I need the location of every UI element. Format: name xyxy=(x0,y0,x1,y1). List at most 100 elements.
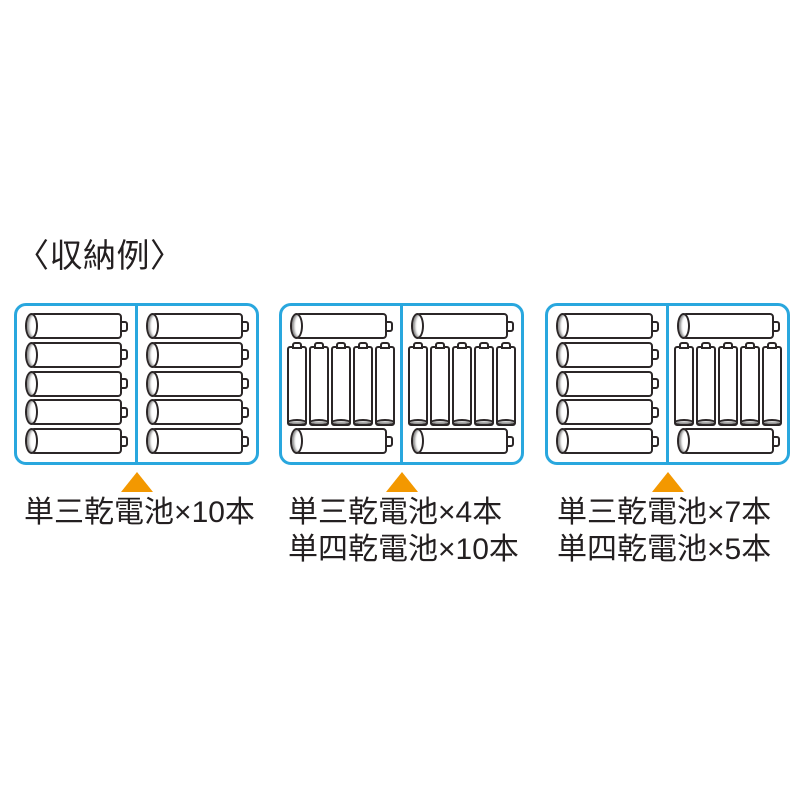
aaa-battery xyxy=(696,341,716,426)
aaa-battery-row xyxy=(287,341,395,426)
aaa-battery xyxy=(331,341,351,426)
battery-body xyxy=(375,345,395,426)
case-label: 単三乾電池×4本 単四乾電池×10本 xyxy=(279,494,524,568)
battery-negative-cap xyxy=(24,370,38,397)
battery-body xyxy=(740,345,760,426)
aa-battery xyxy=(24,428,128,454)
battery-body xyxy=(560,370,653,397)
battery-negative-cap xyxy=(410,313,424,339)
battery-negative-cap xyxy=(145,313,159,339)
battery-negative-cap xyxy=(676,313,690,339)
aaa-battery xyxy=(762,341,782,426)
battery-positive-terminal-icon xyxy=(292,341,302,349)
battery-body xyxy=(150,370,243,397)
battery-negative-cap xyxy=(555,428,569,454)
battery-positive-terminal-icon xyxy=(650,320,659,332)
battery-negative-cap xyxy=(24,313,38,339)
battery-positive-terminal-icon xyxy=(119,435,128,447)
battery-positive-terminal-icon xyxy=(240,378,249,389)
aa-battery xyxy=(289,313,393,339)
aa-battery xyxy=(676,428,780,454)
case-label: 単三乾電池×10本 xyxy=(14,494,259,531)
case-label-line: 単三乾電池×10本 xyxy=(24,496,255,529)
battery-negative-cap xyxy=(696,418,716,426)
aa-battery xyxy=(555,399,659,426)
aa-battery xyxy=(555,341,659,368)
case-label-line: 単三乾電池×7本 xyxy=(557,496,772,529)
battery-negative-cap xyxy=(145,399,159,426)
storage-case-1: 単三乾電池×10本 xyxy=(14,303,259,531)
battery-positive-terminal-icon xyxy=(650,406,659,418)
aa-battery xyxy=(410,428,514,454)
storage-case-3: 単三乾電池×7本 単四乾電池×5本 xyxy=(545,303,790,568)
battery-body xyxy=(674,345,694,426)
battery-negative-cap xyxy=(676,428,690,454)
battery-body xyxy=(408,345,428,426)
battery-negative-cap xyxy=(24,341,38,368)
battery-body xyxy=(150,399,243,426)
storage-case-2: 単三乾電池×4本 単四乾電池×10本 xyxy=(279,303,524,568)
battery-positive-terminal-icon xyxy=(479,341,489,349)
battery-positive-terminal-icon xyxy=(457,341,467,349)
aa-battery xyxy=(145,428,249,454)
battery-negative-cap xyxy=(674,418,694,426)
battery-positive-terminal-icon xyxy=(679,341,689,349)
battery-negative-cap xyxy=(430,418,450,426)
aa-battery xyxy=(24,370,128,397)
battery-body xyxy=(150,313,243,339)
battery-body xyxy=(29,399,122,426)
battery-body xyxy=(150,428,243,454)
battery-negative-cap xyxy=(408,418,428,426)
battery-positive-terminal-icon xyxy=(767,341,777,349)
battery-positive-terminal-icon xyxy=(650,378,659,389)
case-divider-line xyxy=(400,306,403,462)
battery-positive-terminal-icon xyxy=(240,406,249,418)
aa-battery xyxy=(24,399,128,426)
aaa-battery xyxy=(474,341,494,426)
battery-body xyxy=(29,313,122,339)
battery-body xyxy=(294,428,387,454)
aaa-battery-row xyxy=(408,341,516,426)
aaa-battery xyxy=(375,341,395,426)
battery-positive-terminal-icon xyxy=(119,406,128,418)
battery-negative-cap xyxy=(474,418,494,426)
battery-positive-terminal-icon xyxy=(745,341,755,349)
aa-battery xyxy=(410,313,514,339)
battery-body xyxy=(415,313,508,339)
battery-positive-terminal-icon xyxy=(336,341,346,349)
aa-battery xyxy=(145,313,249,339)
battery-body xyxy=(681,428,774,454)
battery-body xyxy=(560,428,653,454)
battery-body xyxy=(560,313,653,339)
battery-body xyxy=(294,313,387,339)
case-column xyxy=(138,306,256,462)
aa-battery xyxy=(145,341,249,368)
battery-positive-terminal-icon xyxy=(650,349,659,361)
battery-body xyxy=(496,345,516,426)
case-column xyxy=(282,306,400,462)
up-triangle-icon xyxy=(651,472,684,492)
battery-positive-terminal-icon xyxy=(505,435,514,447)
battery-positive-terminal-icon xyxy=(435,341,445,349)
battery-body xyxy=(309,345,329,426)
battery-negative-cap xyxy=(353,418,373,426)
battery-negative-cap xyxy=(145,370,159,397)
case-label-line: 単四乾電池×5本 xyxy=(557,533,772,566)
aaa-battery xyxy=(452,341,472,426)
battery-negative-cap xyxy=(287,418,307,426)
aaa-battery xyxy=(718,341,738,426)
battery-positive-terminal-icon xyxy=(384,320,393,332)
battery-body xyxy=(452,345,472,426)
battery-positive-terminal-icon xyxy=(119,349,128,361)
case-column xyxy=(669,306,787,462)
case-label-line: 単四乾電池×10本 xyxy=(288,533,519,566)
aaa-battery xyxy=(430,341,450,426)
battery-body xyxy=(696,345,716,426)
aa-battery xyxy=(145,370,249,397)
battery-positive-terminal-icon xyxy=(358,341,368,349)
aaa-battery xyxy=(309,341,329,426)
aaa-battery xyxy=(287,341,307,426)
aaa-battery xyxy=(674,341,694,426)
battery-positive-terminal-icon xyxy=(119,320,128,332)
battery-positive-terminal-icon xyxy=(505,320,514,332)
